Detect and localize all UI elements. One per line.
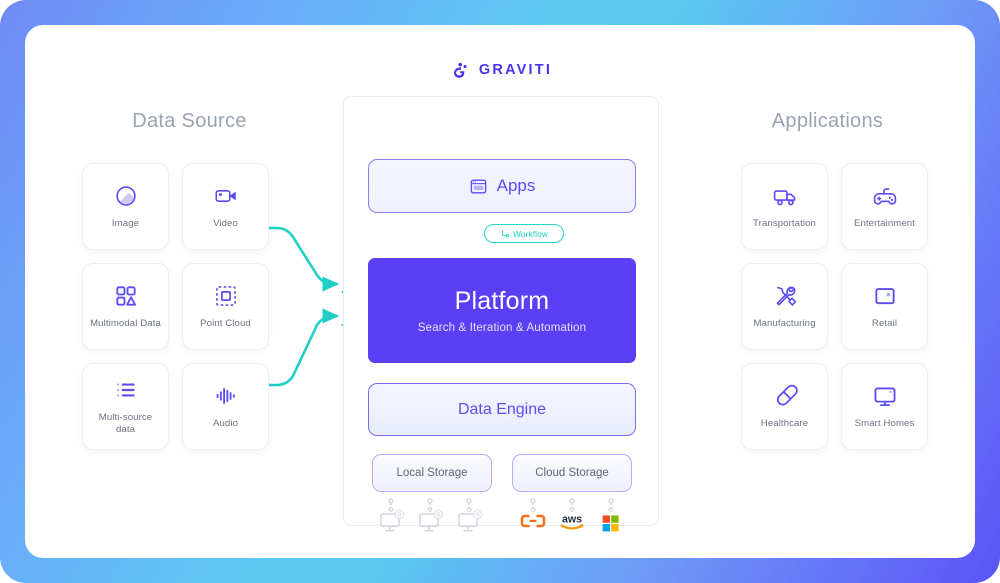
data-engine-label: Data Engine: [457, 400, 547, 418]
microsoft-icon: [602, 498, 619, 532]
platform-title: Platform: [454, 287, 550, 315]
aws-icon: aws: [560, 498, 584, 530]
monitor-server-icon: [419, 498, 444, 532]
data-source-title: Data Source: [132, 110, 247, 132]
graviti-logo-icon: [453, 62, 467, 78]
data-source-tile-multi-source-data[interactable]: Multi-source data: [82, 363, 169, 450]
tile-label: Transportation: [753, 217, 816, 229]
tile-label: Retail: [871, 317, 898, 329]
apps-label: Apps: [496, 176, 536, 195]
tile-label: Audio: [212, 417, 239, 429]
brand-name: GRAVITI: [478, 62, 553, 78]
monitor-server-icon: [380, 498, 405, 532]
data-source-tile-video[interactable]: Video: [182, 163, 269, 250]
local-storage-label: Local Storage: [396, 467, 468, 479]
cloud-storage-box[interactable]: Cloud Storage: [512, 454, 632, 492]
apps-window-icon: [470, 178, 486, 194]
shop-icon: [874, 288, 895, 304]
application-tile-transportation[interactable]: Transportation: [741, 163, 828, 250]
applications-title: Applications: [771, 110, 884, 132]
data-engine-box[interactable]: Data Engine: [368, 383, 636, 436]
local-storage-box[interactable]: Local Storage: [372, 454, 492, 492]
local-storage-vendors: [372, 497, 492, 539]
image-circle-icon: [115, 186, 136, 206]
tile-label: Multi-source data: [98, 411, 153, 435]
truck-icon: [773, 190, 795, 206]
tile-label: Point Cloud: [200, 317, 251, 329]
application-tile-smart-homes[interactable]: Smart Homes: [841, 363, 928, 450]
tile-label: Healthcare: [760, 417, 809, 429]
tile-label: Smart Homes: [854, 417, 915, 429]
monitor-icon: [874, 387, 895, 406]
tile-label: Multimodal Data: [90, 317, 161, 329]
workflow-label: Workflow: [512, 228, 549, 239]
svg-text:aws: aws: [562, 514, 582, 526]
gamepad-icon: [873, 188, 896, 205]
diagram-card: GRAVITI: [25, 25, 975, 558]
point-cloud-icon: [215, 285, 236, 306]
multimodal-grid-icon: [115, 286, 136, 306]
apps-box[interactable]: Apps: [368, 159, 636, 213]
pill-capsule-icon: [776, 384, 798, 406]
applications-grid: Transportation Entertainment Manufacturi…: [741, 163, 928, 450]
tile-label: Entertainment: [853, 217, 916, 229]
workflow-node-icon: [501, 229, 510, 237]
data-source-tile-multimodal-data[interactable]: Multimodal Data: [82, 263, 169, 350]
data-source-tile-audio[interactable]: Audio: [182, 363, 269, 450]
brand-logo: GRAVITI: [25, 59, 975, 81]
list-lines-icon: [116, 383, 135, 397]
video-camera-icon: [214, 189, 236, 202]
application-tile-manufacturing[interactable]: Manufacturing: [741, 263, 828, 350]
application-tile-entertainment[interactable]: Entertainment: [841, 163, 928, 250]
alibaba-cloud-icon: [520, 498, 546, 528]
tile-label: Manufacturing: [753, 317, 816, 329]
cloud-storage-vendors: aws: [512, 497, 632, 539]
data-source-tile-point-cloud[interactable]: Point Cloud: [182, 263, 269, 350]
tile-label: Video: [213, 217, 238, 229]
tile-label: Image: [111, 217, 140, 229]
workflow-pill[interactable]: Workflow: [484, 224, 564, 243]
platform-box[interactable]: Platform Search & Iteration & Automation: [368, 258, 636, 363]
tools-icon: [776, 286, 796, 306]
data-source-tile-image[interactable]: Image: [82, 163, 169, 250]
audio-waveform-icon: [216, 387, 235, 404]
cloud-storage-label: Cloud Storage: [535, 467, 609, 479]
platform-panel: Apps Workflow Platform Search & Iteratio…: [343, 96, 659, 532]
application-tile-retail[interactable]: Retail: [841, 263, 928, 350]
platform-subtitle: Search & Iteration & Automation: [417, 322, 587, 334]
data-source-grid: Image Video Multimodal Data: [82, 163, 269, 450]
monitor-server-icon: [458, 498, 483, 532]
application-tile-healthcare[interactable]: Healthcare: [741, 363, 828, 450]
